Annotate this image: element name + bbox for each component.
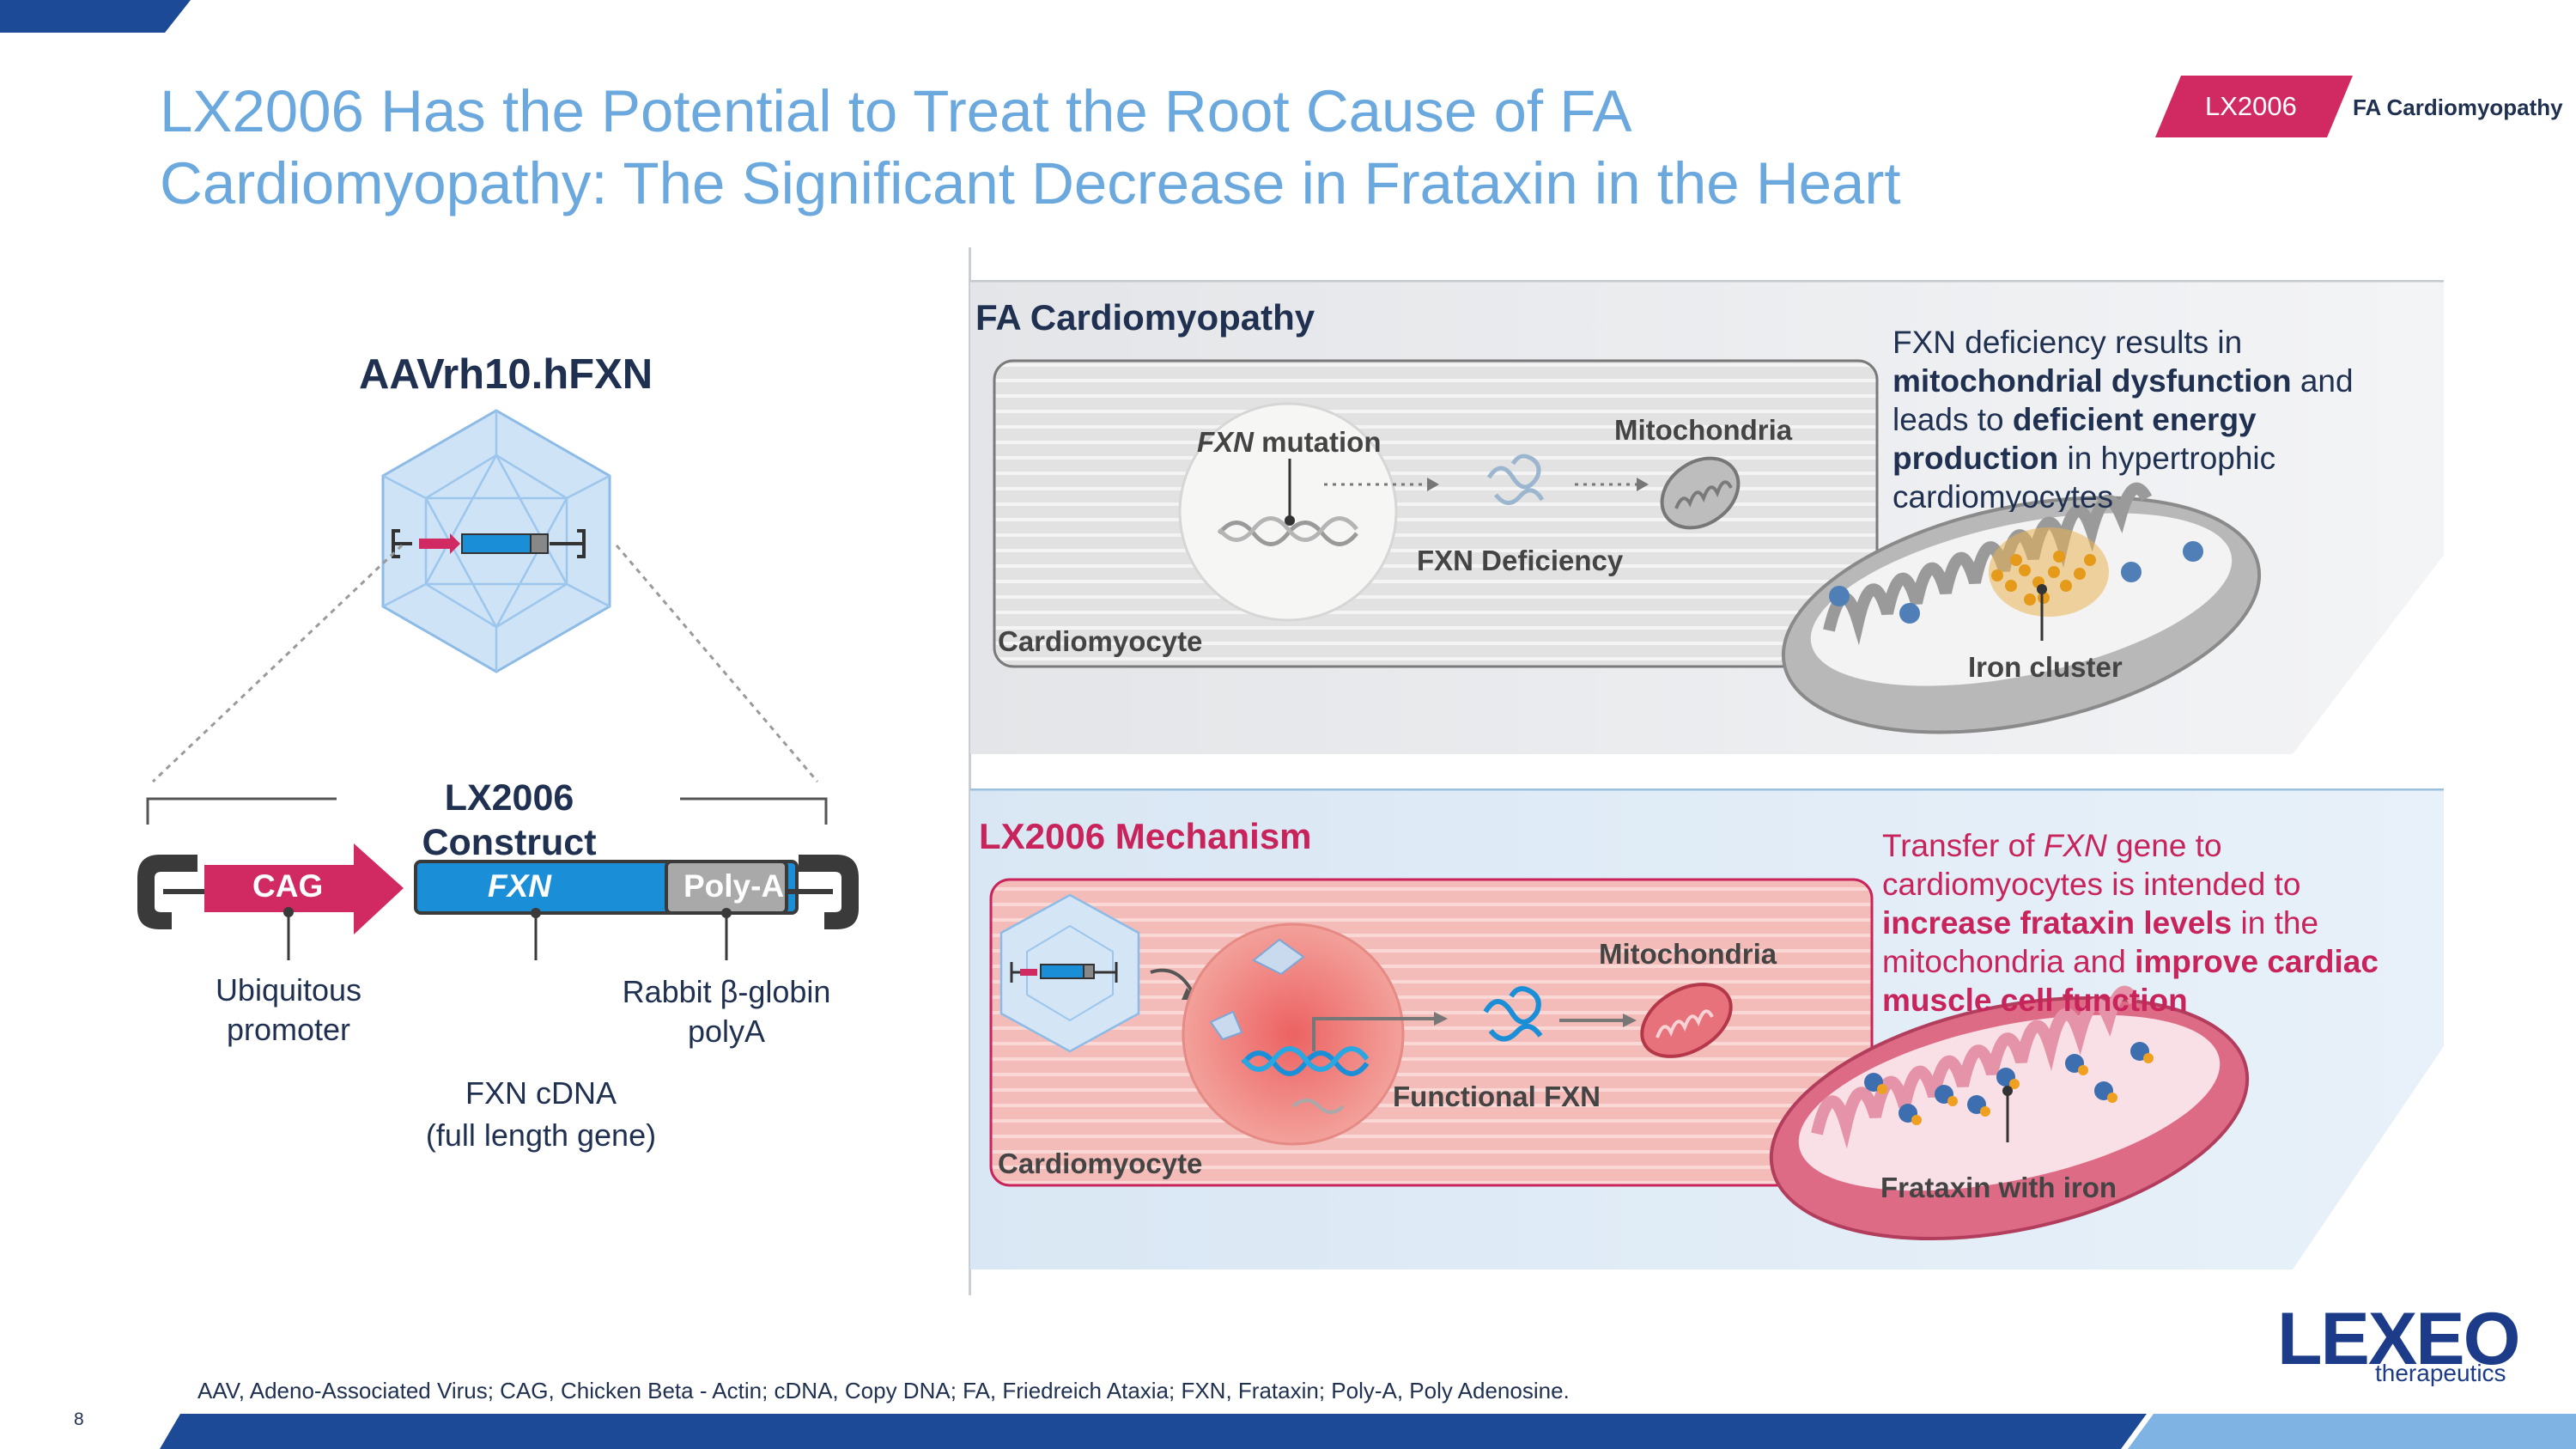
polya-annotation-line1: Rabbit β-globin [622, 974, 831, 1009]
indication-tag-label: FA Cardiomyopathy [2353, 94, 2563, 120]
fa-text-part3: leads to [1893, 402, 2013, 437]
mech-mitochondria-label: Mitochondria [1599, 938, 1777, 970]
lx2006-construct-diagram [137, 843, 859, 960]
fa-cardiomyocyte-label: Cardiomyocyte [998, 625, 1203, 657]
page-title-line2: Cardiomyopathy: The Significant Decrease… [160, 150, 1901, 216]
cdna-annotation-line1: FXN cDNA [465, 1075, 617, 1111]
mech-text-part4: in the [2232, 905, 2319, 941]
promoter-annotation-line1: Ubiquitous [215, 972, 362, 1008]
fa-text-line1: FXN deficiency results in [1893, 325, 2243, 360]
product-tag-label: LX2006 [2205, 91, 2297, 121]
construct-title-line2: Construct [422, 822, 597, 863]
lexeo-logo-subtitle: therapeutics [2375, 1360, 2506, 1386]
mech-text-bold2: improve cardiac [2135, 944, 2379, 979]
aav-capsid-icon [381, 409, 611, 673]
frataxin-iron-label: Frataxin with iron [1880, 1172, 2117, 1203]
cag-label: CAG [252, 868, 324, 904]
construct-title-line1: LX2006 [444, 777, 574, 819]
cdna-annotation-line2: (full length gene) [425, 1117, 657, 1153]
capsid-small-icon [999, 893, 1140, 1053]
fa-panel-background [970, 280, 2444, 754]
fa-panel-heading: FA Cardiomyopathy [975, 297, 1315, 338]
mech-text-bold1: increase frataxin levels [1882, 905, 2233, 941]
polya-annotation: Rabbit β-globin polyA [601, 972, 852, 1051]
polya-annotation-line2: polyA [687, 1014, 766, 1049]
zoom-lines [151, 544, 819, 783]
mech-text-italic1: FXN [2043, 828, 2107, 863]
iron-cluster-label: Iron cluster [1968, 651, 2123, 683]
column-divider [969, 247, 971, 1295]
fxn-mutation-rest: mutation [1254, 426, 1382, 458]
section-tag: LX2006 FA Cardiomyopathy [2155, 76, 2576, 137]
mini-construct-icon [392, 529, 586, 558]
mech-text-line2: cardiomyocytes is intended to [1882, 867, 2301, 902]
functional-fxn-label: Functional FXN [1393, 1081, 1601, 1112]
top-corner-accent [0, 0, 191, 33]
fa-text-bold3: production [1893, 441, 2059, 476]
fa-text-line5: cardiomyocytes [1893, 479, 2114, 512]
promoter-annotation-line2: promoter [226, 1012, 351, 1047]
promoter-annotation: Ubiquitous promoter [194, 971, 383, 1050]
product-tag: LX2006 [2155, 76, 2353, 137]
page-title: LX2006 Has the Potential to Treat the Ro… [160, 76, 2135, 220]
construct-bracket [146, 797, 828, 825]
page-number: 8 [74, 1409, 84, 1429]
footer-bar [160, 1414, 2576, 1449]
fa-mitochondria-label: Mitochondria [1614, 414, 1793, 446]
mechanism-panel-heading: LX2006 Mechanism [979, 816, 1312, 856]
large-mitochondrion-gray-icon [1781, 482, 2262, 734]
polya-label: Poly-A [683, 868, 785, 904]
fxn-deficiency-label: FXN Deficiency [1417, 545, 1624, 576]
fxn-mutation-label: FXN mutation [1197, 426, 1381, 459]
mechanism-panel-background [970, 788, 2444, 1269]
large-mitochondrion-pink-icon [1769, 985, 2250, 1241]
mech-text-part1: Transfer of [1882, 828, 2044, 863]
functional-fxn-protein-icon [1483, 986, 1543, 1042]
mech-text-part5: mitochondria and [1882, 944, 2136, 979]
fxn-label: FXN [488, 868, 551, 904]
fa-text-bold2: deficient energy [2012, 402, 2257, 437]
fa-text-part2: and [2291, 363, 2354, 399]
fa-panel-text: FXN deficiency results in mitochondrial … [1893, 323, 2425, 512]
mech-cardiomyocyte-label: Cardiomyocyte [998, 1148, 1203, 1179]
cdna-annotation: FXN cDNA (full length gene) [404, 1072, 678, 1156]
lexeo-logo: LEXEO [2277, 1298, 2521, 1380]
mechanism-panel-text: Transfer of FXN gene to cardiomyocytes i… [1882, 826, 2483, 1020]
page-title-line1: LX2006 Has the Potential to Treat the Ro… [160, 78, 1632, 144]
footnote: AAV, Adeno-Associated Virus; CAG, Chicke… [197, 1378, 1570, 1403]
mech-text-part2: gene to [2106, 828, 2222, 863]
vector-title: AAVrh10.hFXN [359, 351, 653, 398]
fa-text-part4: in hypertrophic [2058, 441, 2276, 476]
fa-text-bold1: mitochondrial dysfunction [1893, 363, 2292, 399]
mech-text-bold3: muscle cell function [1882, 983, 2188, 1018]
construct-title: LX2006 Construct [385, 776, 634, 865]
fxn-mutation-italic: FXN [1197, 426, 1254, 458]
fxn-deficiency-protein-icon [1486, 454, 1545, 505]
